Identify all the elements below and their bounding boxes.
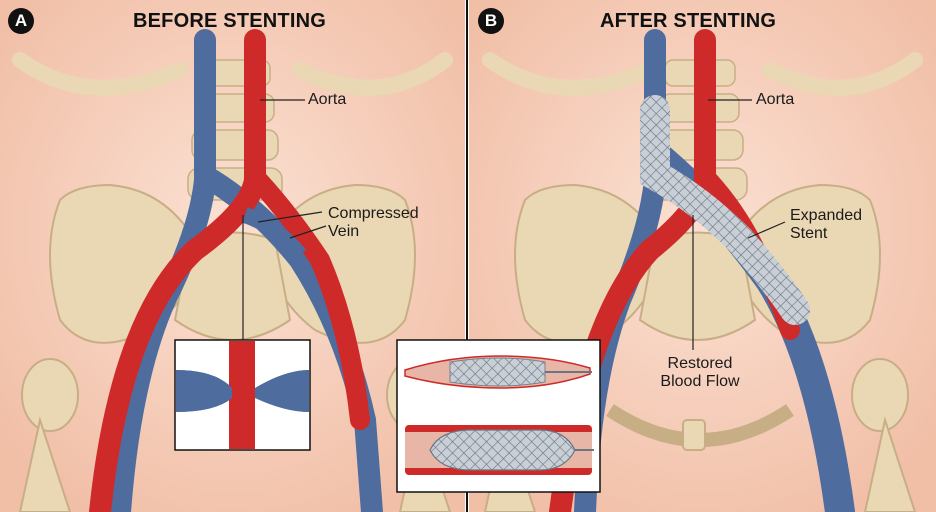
rib-right-a <box>292 52 453 96</box>
inset-compression-detail <box>174 339 311 451</box>
rib-left-b <box>482 52 658 96</box>
expanded-stent <box>640 95 810 325</box>
label-restored-line2: Blood Flow <box>660 373 740 390</box>
label-restored-blood-flow: Restored Blood Flow <box>645 355 755 391</box>
leader-compressed-2 <box>289 225 327 239</box>
label-compressed-line1: Compressed <box>328 205 419 222</box>
label-compressed-vein: Compressed Vein <box>328 205 419 241</box>
panel-b-badge: B <box>478 8 504 34</box>
inset-stent-expansion <box>396 339 601 493</box>
panel-a-badge: A <box>8 8 34 34</box>
panel-a-title: BEFORE STENTING <box>133 10 327 32</box>
label-aorta-b: Aorta <box>756 91 795 108</box>
compressed-vein-segment <box>242 207 307 261</box>
aorta-a <box>89 29 370 512</box>
label-expanded-stent: Expanded Stent <box>790 207 862 243</box>
panel-a-illustration <box>0 0 465 512</box>
leader-compressed-1 <box>257 211 323 223</box>
label-expanded-line1: Expanded <box>790 207 863 224</box>
rib-right-b <box>762 52 923 96</box>
label-aorta-a: Aorta <box>308 91 347 108</box>
rib-left-a <box>12 52 188 96</box>
panel-b-title: AFTER STENTING <box>600 10 777 32</box>
label-compressed-line2: Vein <box>328 223 360 240</box>
leader-stent <box>747 221 786 239</box>
label-expanded-line2: Stent <box>790 225 828 242</box>
label-restored-line1: Restored <box>667 355 733 372</box>
